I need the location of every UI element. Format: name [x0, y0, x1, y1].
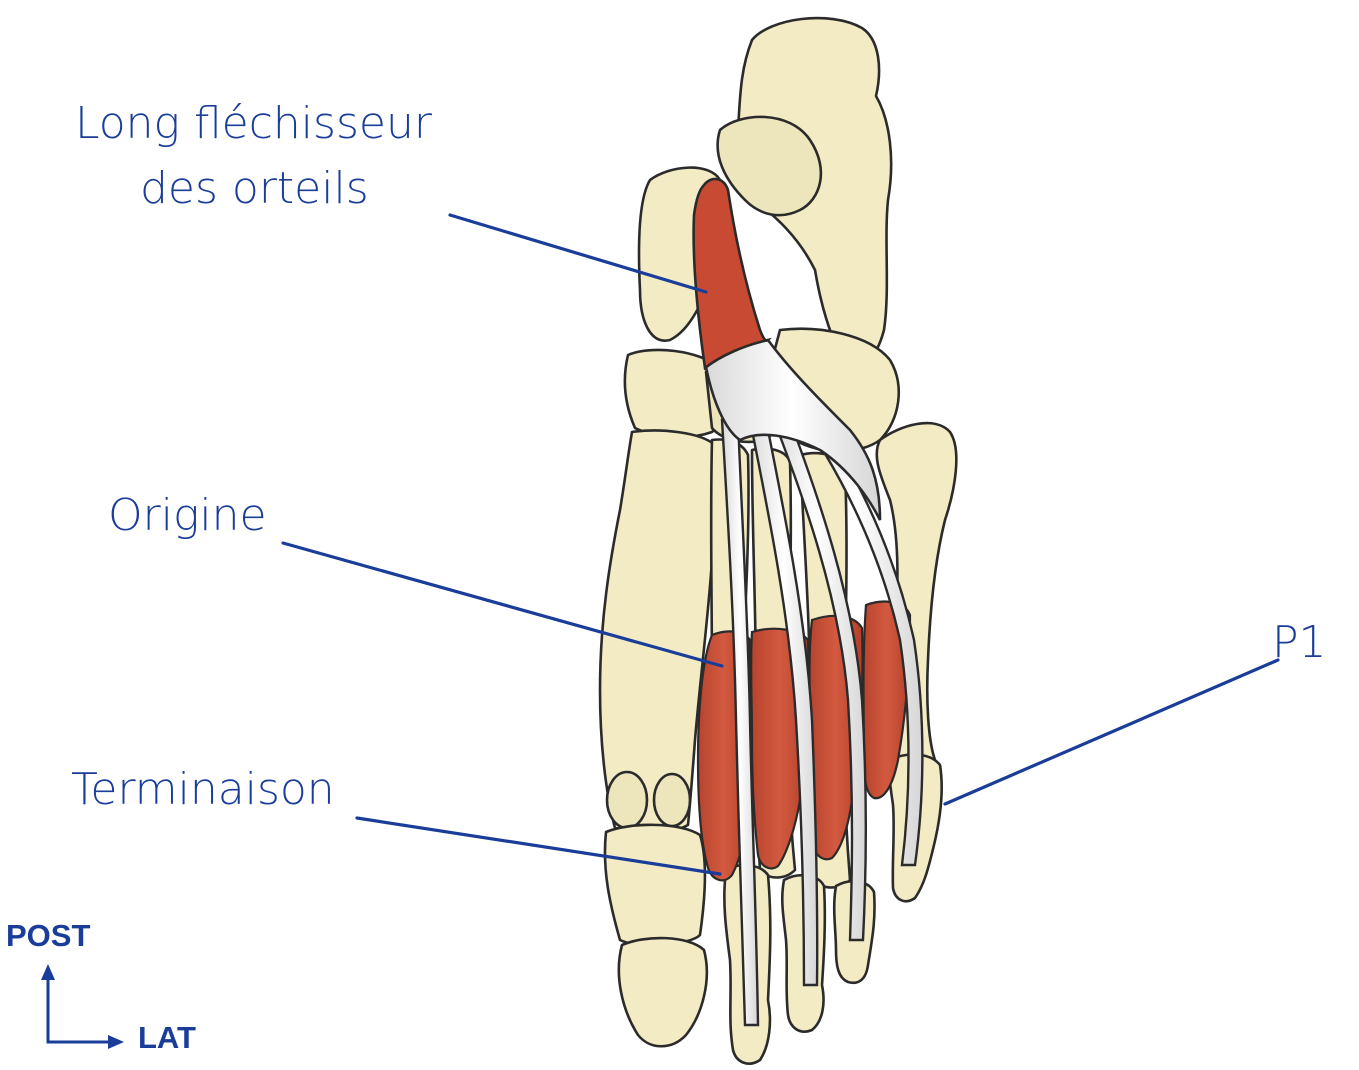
- compass-axes: [48, 977, 112, 1042]
- sesamoid-bone-2: [654, 774, 690, 826]
- arrow-right-icon: [108, 1035, 124, 1049]
- sesamoid-bone: [607, 772, 647, 828]
- leader-line-p1: [945, 660, 1278, 804]
- label-origin: Origine: [108, 490, 267, 543]
- hallux-distal-phalanx: [619, 938, 707, 1046]
- arrow-up-icon: [41, 964, 55, 980]
- label-muscle-line2: des orteils: [140, 163, 369, 216]
- label-insertion: Terminaison: [71, 764, 335, 817]
- orientation-compass: [41, 964, 124, 1049]
- label-p1: P1: [1272, 617, 1327, 670]
- hallux-proximal-phalanx: [605, 825, 705, 946]
- compass-post-label: POST: [6, 918, 90, 954]
- compass-lat-label: LAT: [138, 1020, 196, 1056]
- label-muscle-line1: Long fléchisseur: [75, 98, 432, 151]
